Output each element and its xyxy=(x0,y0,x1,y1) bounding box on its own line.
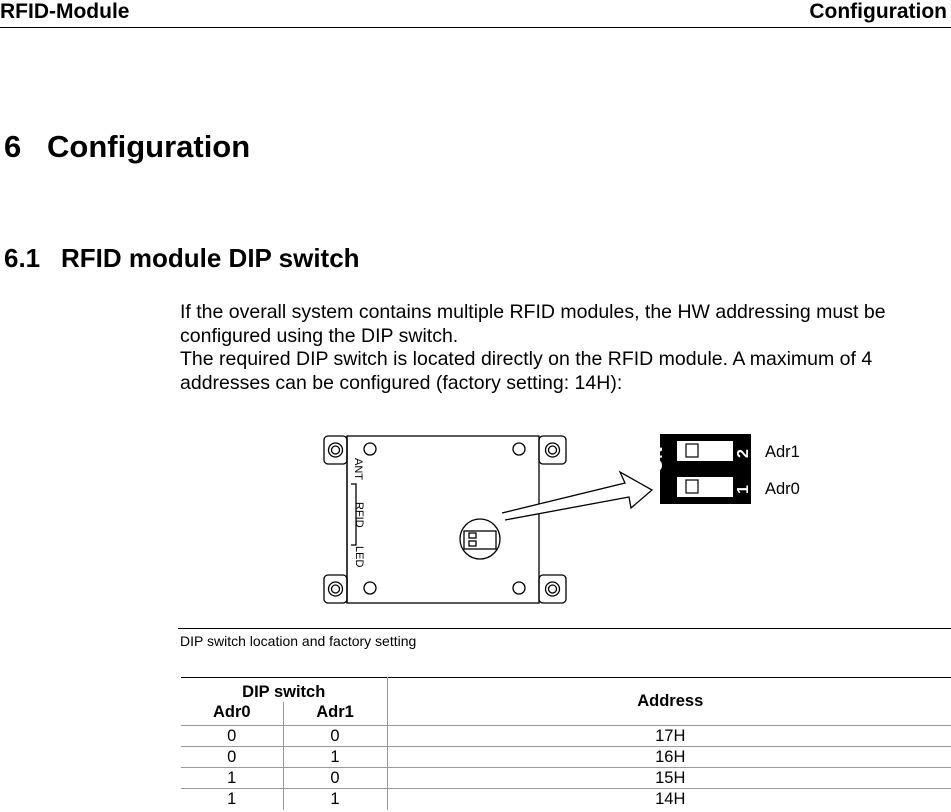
cell-adr0: 0 xyxy=(181,725,284,747)
header-address: Address xyxy=(387,677,951,726)
address-table: DIP switch Address Adr0 Adr1 0 0 17H 0 1… xyxy=(181,677,951,810)
header-adr0: Adr0 xyxy=(181,701,284,726)
table-row: 0 1 16H xyxy=(181,746,951,768)
cell-address: 15H xyxy=(387,767,951,789)
switch-1-knob xyxy=(685,479,699,494)
section-heading: 6 Configuration xyxy=(4,128,250,166)
table-row: 1 1 14H xyxy=(181,788,951,810)
dip-on-label: ON xyxy=(647,447,666,473)
board-label-rfid: RFID xyxy=(353,502,365,528)
header-section-name: Configuration xyxy=(809,0,947,23)
section-title: Configuration xyxy=(47,129,251,164)
subsection-title: RFID module DIP switch xyxy=(61,243,360,273)
cell-adr1: 1 xyxy=(283,746,388,768)
cell-adr0: 1 xyxy=(181,788,284,810)
caption-rule xyxy=(178,628,951,629)
cell-adr1: 0 xyxy=(283,767,388,789)
header-rule xyxy=(0,27,951,28)
paragraph: The required DIP switch is located direc… xyxy=(180,348,873,394)
switch-number-1: 1 xyxy=(735,485,752,494)
cell-address: 14H xyxy=(387,788,951,810)
paragraph: If the overall system contains multiple … xyxy=(180,301,886,347)
table-header-row: DIP switch Address xyxy=(181,677,951,726)
section-number: 6 xyxy=(4,129,22,164)
switch-2-knob xyxy=(685,443,699,458)
switch-number-2: 2 xyxy=(735,449,752,458)
cell-adr0: 0 xyxy=(181,746,284,768)
board-label-led: LED xyxy=(353,546,365,567)
cell-address: 17H xyxy=(387,725,951,747)
header-dip-switch: DIP switch xyxy=(181,677,388,702)
subsection-heading: 6.1 RFID module DIP switch xyxy=(4,242,360,274)
table-row: 0 0 17H xyxy=(181,725,951,747)
rfid-board-drawing xyxy=(323,435,654,604)
cell-adr1: 1 xyxy=(283,788,388,810)
switch-label-adr1: Adr1 xyxy=(765,443,800,461)
cell-address: 16H xyxy=(387,746,951,768)
subsection-number: 6.1 xyxy=(4,243,41,273)
board-label-ant: ANT xyxy=(352,458,364,480)
header-adr1: Adr1 xyxy=(283,701,388,726)
figure-caption: DIP switch location and factory setting xyxy=(180,633,417,649)
body-text: If the overall system contains multiple … xyxy=(180,301,940,395)
switch-label-adr0: Adr0 xyxy=(765,480,800,498)
dip-switch-enlarged: ON 2 1 xyxy=(647,434,752,504)
table-subheader-row: Adr0 Adr1 xyxy=(181,701,951,726)
table-row: 1 0 15H xyxy=(181,767,951,789)
header-module-name: RFID-Module xyxy=(0,0,130,23)
cell-adr0: 1 xyxy=(181,767,284,789)
cell-adr1: 0 xyxy=(283,725,388,747)
